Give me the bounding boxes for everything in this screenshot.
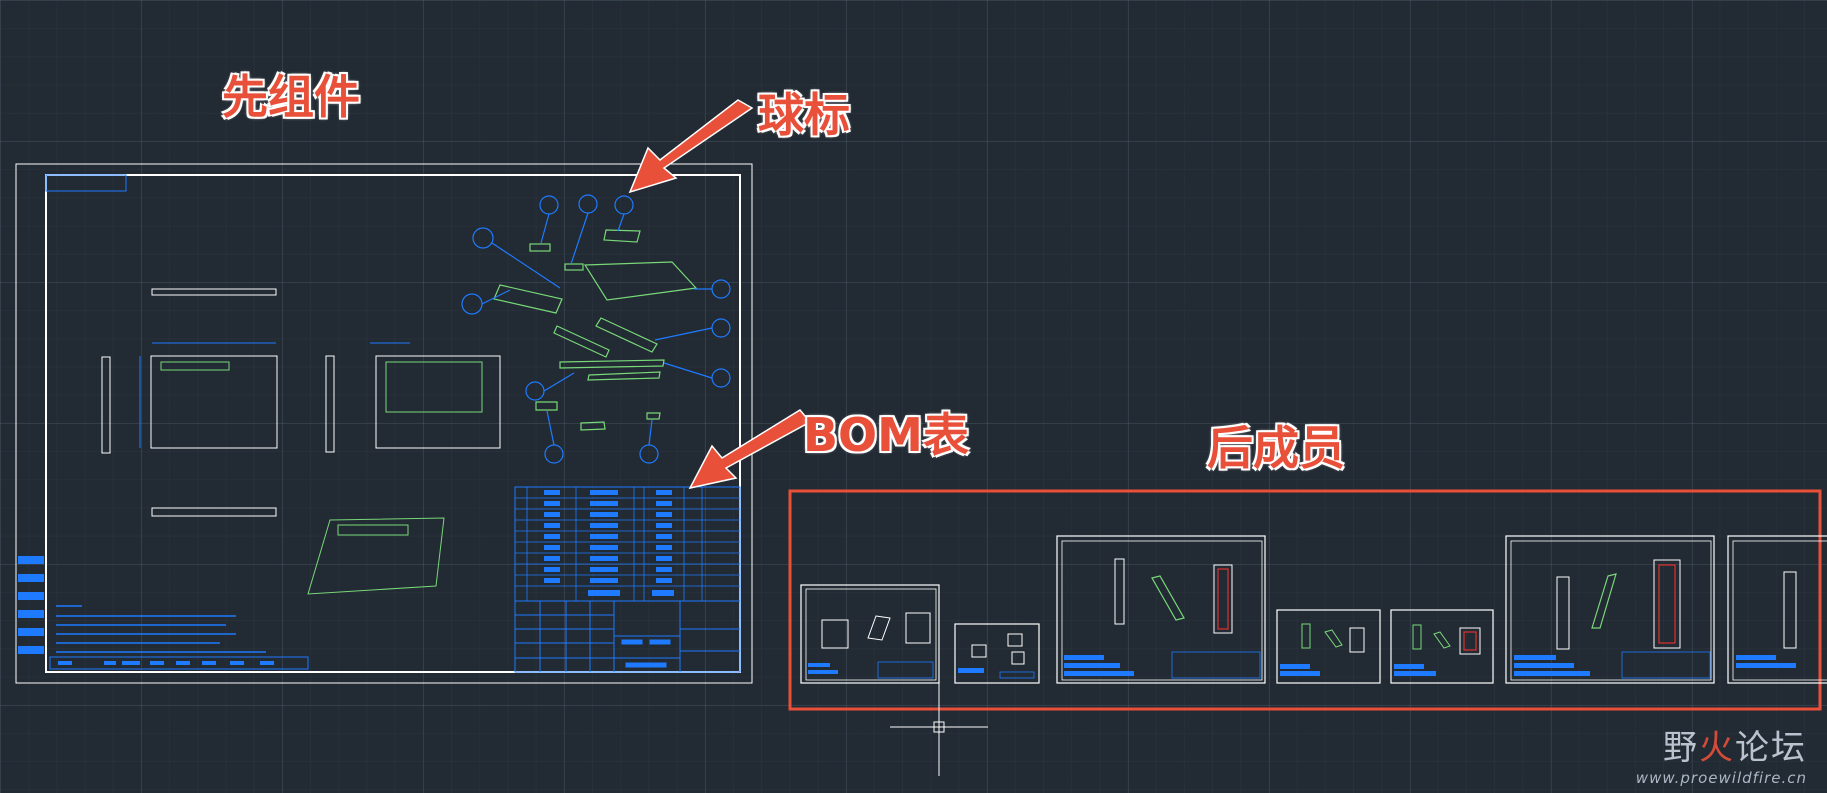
exploded-parts-view: [493, 229, 698, 431]
flame-icon: 火: [1699, 728, 1735, 768]
member-sheet-6[interactable]: [1505, 535, 1715, 684]
watermark-name-part2: 论坛: [1735, 728, 1807, 768]
view-green-outlines: [160, 361, 483, 595]
balloon-callouts[interactable]: [461, 194, 731, 464]
member-sheet-5[interactable]: [1390, 609, 1494, 684]
annotation-arrows: [628, 99, 812, 490]
member-sheet-4[interactable]: [1276, 609, 1381, 684]
title-block: [514, 600, 741, 673]
annotation-balloon: 球标: [758, 88, 850, 142]
member-drawings-row[interactable]: [788, 489, 1827, 711]
left-sidebar-blocks: [18, 556, 44, 654]
bom-table[interactable]: [514, 486, 741, 602]
member-sheet-1[interactable]: [800, 584, 940, 684]
orthographic-views: [101, 288, 501, 517]
annotation-bom-table: BOM表: [803, 408, 969, 462]
watermark-title: 野火论坛: [1636, 720, 1807, 769]
annotation-assembly-first: 先组件: [222, 70, 360, 124]
assembly-drawing-sheet[interactable]: [15, 163, 753, 684]
member-sheet-3[interactable]: [1056, 535, 1266, 684]
forum-watermark: 野火论坛 www.proewildfire.cn: [1636, 720, 1807, 787]
annotation-members-after: 后成员: [1207, 421, 1345, 475]
technical-notes: [56, 605, 266, 653]
watermark-url: www.proewildfire.cn: [1635, 769, 1807, 787]
view-dimension-lines: [139, 342, 410, 448]
member-sheet-2[interactable]: [954, 623, 1040, 684]
crosshair-cursor-icon[interactable]: [890, 680, 988, 776]
watermark-name-part1: 野: [1663, 728, 1699, 768]
bottom-dimension-strip: [49, 656, 309, 670]
member-sheet-7-partial[interactable]: [1727, 535, 1827, 684]
